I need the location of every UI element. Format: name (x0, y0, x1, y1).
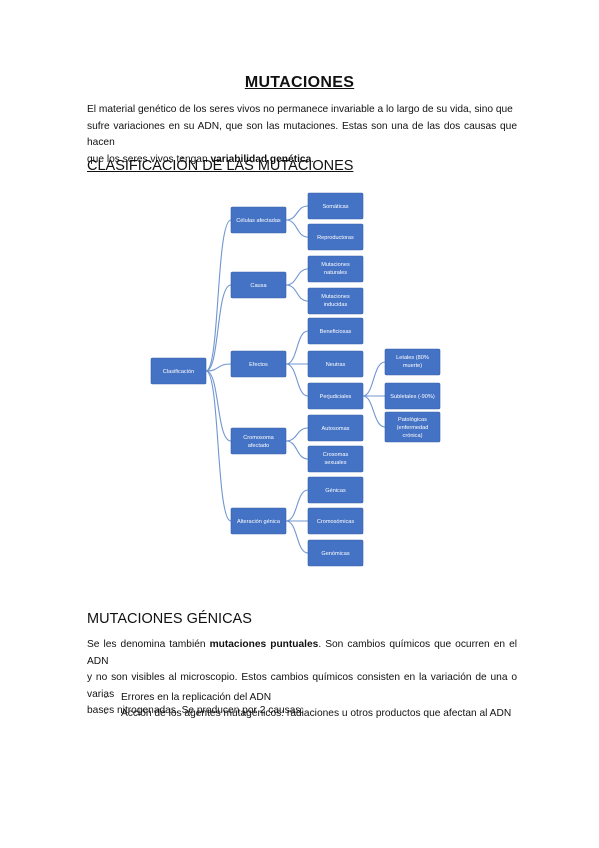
edge-cromosoma-sexuales (285, 440, 309, 460)
node-causa: Causa (230, 271, 287, 299)
node-alteracion-genica: Alteración génica (230, 507, 287, 535)
svg-text:Células afectadas: Células afectadas (236, 218, 281, 224)
svg-text:Beneficiosas: Beneficiosas (320, 329, 352, 335)
svg-text:Causa: Causa (250, 283, 267, 289)
edge-root-alteracion (205, 370, 232, 522)
intro-line-3-end: . (311, 153, 315, 165)
edge-celulas-reproductoras (285, 219, 309, 238)
node-patologicas: Patológicas (enfermedad crónica) (384, 411, 441, 443)
node-mutaciones-naturales: Mutaciones naturales (307, 255, 364, 283)
svg-text:Mutaciones: Mutaciones (321, 294, 350, 300)
node-genicas: Génicas (307, 476, 364, 504)
edge-celulas-somaticas (285, 205, 309, 221)
node-cromosoma-afectado: Cromosoma afectado (230, 427, 287, 455)
node-autosomas: Autosomas (307, 414, 364, 442)
node-subletales: Subletales (-90%) (384, 382, 441, 410)
svg-text:Genómicas: Genómicas (321, 551, 349, 557)
node-reproductoras: Reproductoras (307, 223, 364, 251)
causes-list: Errores en la replicación del ADN Acción… (100, 690, 511, 722)
edge-efectos-beneficiosas (285, 330, 309, 365)
svg-text:Autosomas: Autosomas (322, 426, 350, 432)
edge-perjudiciales-patologicas (362, 395, 386, 428)
node-genomicas: Genómicas (307, 539, 364, 567)
edge-causa-naturales (285, 268, 309, 286)
svg-text:Perjudiciales: Perjudiciales (320, 394, 352, 400)
svg-text:Somáticas: Somáticas (322, 204, 348, 210)
svg-text:Cromosoma: Cromosoma (243, 435, 274, 441)
svg-text:Patológicas: Patológicas (398, 417, 427, 423)
edge-root-efectos (205, 363, 232, 372)
edge-root-causa (205, 284, 232, 372)
heading-clasificacion: CLASIFICACIÓN DE LAS MUTACIONES (87, 158, 354, 174)
intro-line-2: sufre variaciones en su ADN, que son las… (87, 120, 517, 149)
intro-paragraph: El material genético de los seres vivos … (87, 102, 517, 168)
node-perjudiciales: Perjudiciales (307, 382, 364, 410)
svg-text:Alteración génica: Alteración génica (237, 519, 281, 525)
svg-text:naturales: naturales (324, 270, 347, 276)
svg-text:Efectos: Efectos (249, 362, 268, 368)
genicas-line-1-end: . Son cambios químicos que ocurren en el… (87, 639, 518, 667)
svg-text:Génicas: Génicas (325, 488, 346, 494)
svg-text:sexuales: sexuales (324, 460, 346, 466)
svg-text:Clasificación: Clasificación (163, 369, 194, 375)
list-item: Acción de los agentes mutagénicos: radia… (100, 706, 511, 722)
edge-perjudiciales-letales (362, 361, 386, 397)
edge-efectos-perjudiciales (285, 363, 309, 397)
node-somaticas: Somáticas (307, 192, 364, 220)
node-celulas-afectadas: Células afectadas (230, 206, 287, 234)
edge-root-cromosoma (205, 370, 232, 442)
svg-text:Crosomas: Crosomas (323, 452, 349, 458)
svg-text:Neutras: Neutras (326, 362, 346, 368)
edge-causa-inducidas (285, 284, 309, 302)
list-item: Errores en la replicación del ADN (100, 690, 511, 706)
svg-text:Reproductoras: Reproductoras (317, 235, 354, 241)
svg-text:afectado: afectado (248, 443, 269, 449)
genicas-line-1: Se les denomina también (87, 639, 210, 650)
node-neutras: Neutras (307, 350, 364, 378)
genicas-bold-term: mutaciones puntuales (209, 639, 319, 650)
node-cromosomas-sexuales: Crosomas sexuales (307, 445, 364, 473)
svg-text:(enfermedad: (enfermedad (397, 425, 429, 431)
intro-line-1: El material genético de los seres vivos … (87, 104, 513, 115)
edge-alteracion-genomicas (285, 520, 309, 554)
svg-text:Mutaciones: Mutaciones (321, 262, 350, 268)
edge-root-celulas (205, 219, 232, 372)
node-efectos: Efectos (230, 350, 287, 378)
svg-text:muerte): muerte) (403, 363, 422, 369)
edge-alteracion-genicas (285, 489, 309, 522)
node-beneficiosas: Beneficiosas (307, 317, 364, 345)
node-clasificacion: Clasificación (150, 357, 207, 385)
heading-mutaciones-genicas: MUTACIONES GÉNICAS (87, 611, 252, 627)
svg-text:inducidas: inducidas (324, 302, 348, 308)
node-letales: Letales (80% muerte) (384, 348, 441, 376)
page-title: MUTACIONES (244, 74, 355, 91)
intro-bold-term: variabilidad genética (210, 153, 312, 165)
svg-text:Subletales (-90%): Subletales (-90%) (390, 394, 435, 400)
intro-line-3: que los seres vivos tengan (87, 153, 211, 165)
edge-cromosoma-autosomas (285, 427, 309, 442)
svg-text:crónica): crónica) (403, 433, 423, 439)
node-cromosomicas: Cromosómicas (307, 507, 364, 535)
node-mutaciones-inducidas: Mutaciones inducidas (307, 287, 364, 315)
svg-text:Cromosómicas: Cromosómicas (317, 519, 355, 525)
svg-text:Letales (80%: Letales (80% (396, 355, 429, 361)
